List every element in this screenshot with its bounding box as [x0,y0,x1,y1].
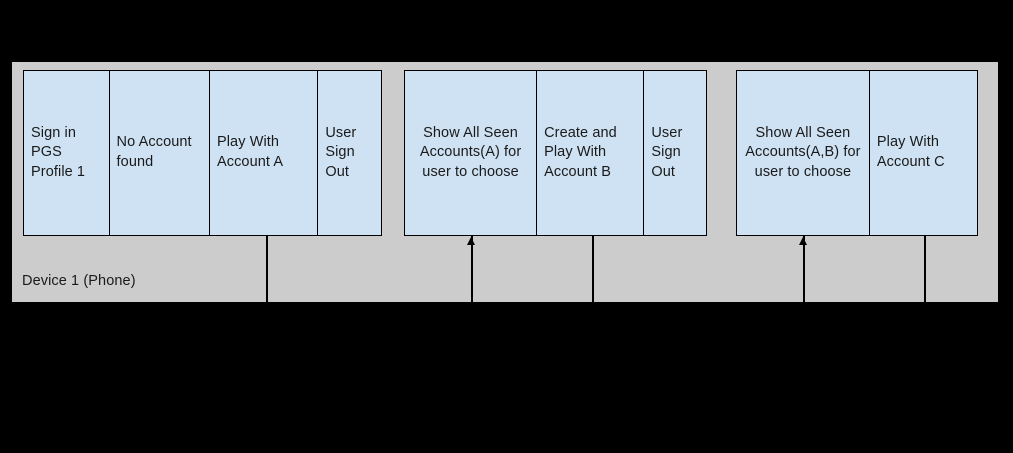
step-cell: Show All Seen Accounts(A) for user to ch… [405,71,538,235]
step-cell-label: User Sign Out [651,124,683,180]
connector-to-show-seen-accounts-a-arrowhead [467,237,476,245]
step-group-2: Show All Seen Accounts(A) for user to ch… [404,70,707,236]
step-cell: User Sign Out [644,71,706,235]
connector-from-play-account-c [924,236,926,302]
step-cell-label: Show All Seen Accounts(A) for user to ch… [419,124,522,180]
step-cell-label: User Sign Out [325,124,357,180]
step-cell-label: Sign in PGS Profile 1 [31,124,86,180]
step-cell-label: Show All Seen Accounts(A,B) for user to … [745,124,861,180]
step-cell: Play With Account A [209,71,319,235]
step-cell: No Account found [109,71,210,235]
step-cell: Show All Seen Accounts(A,B) for user to … [737,71,870,235]
step-cell-label: Play With Account A [216,134,284,170]
step-cell: User Sign Out [318,71,381,235]
connector-from-play-account-a [266,236,268,302]
step-cell-label: No Account found [116,134,192,170]
step-cell: Sign in PGS Profile 1 [24,71,110,235]
step-group-1: Sign in PGS Profile 1 No Account found Pla… [23,70,382,236]
connector-to-show-seen-accounts-ab-arrowhead [799,237,808,245]
step-cell: Play With Account C [869,71,977,235]
connector-from-create-play-account-b [592,236,594,302]
device-lane-label: Device 1 (Phone) [22,273,136,289]
connector-to-show-seen-accounts-a [471,236,473,302]
step-cell-label: Play With Account C [876,134,945,170]
step-cell: Create and Play With Account B [537,71,645,235]
step-cell-label: Create and Play With Account B [544,124,617,180]
connector-to-show-seen-accounts-ab [803,236,805,302]
step-group-3: Show All Seen Accounts(A,B) for user to … [736,70,978,236]
